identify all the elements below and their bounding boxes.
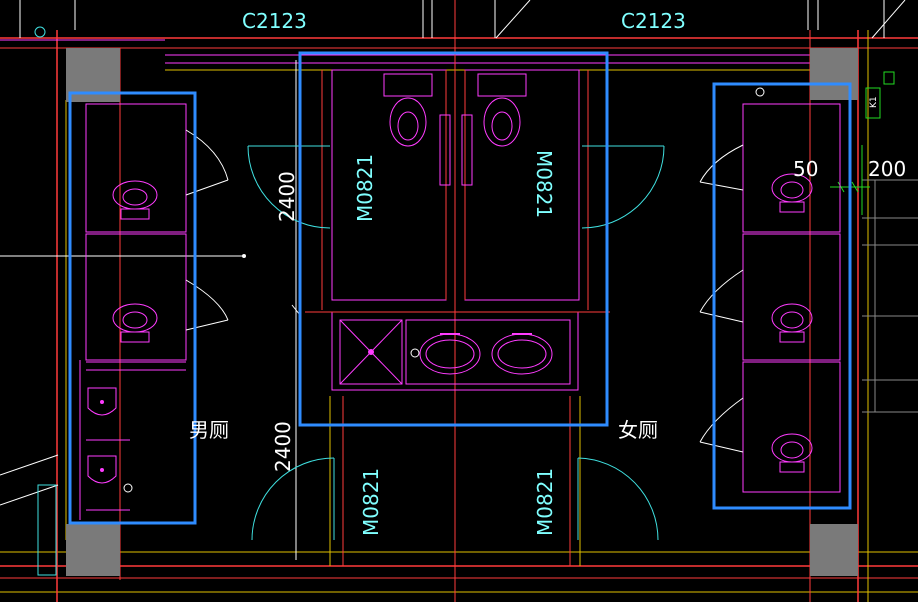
window-label-left: C2123 bbox=[242, 9, 307, 33]
squat-toilet-icon bbox=[771, 433, 813, 473]
window-label-right: C2123 bbox=[621, 9, 686, 33]
dimension-label-200: 200 bbox=[868, 157, 906, 181]
door-label-lower-left: M0821 bbox=[359, 468, 383, 536]
squat-toilet-icon bbox=[112, 180, 158, 220]
squat-toilet-icon bbox=[112, 303, 158, 343]
urinal-icon bbox=[87, 387, 117, 416]
door-label-upper-left: M0821 bbox=[353, 154, 377, 222]
women-stalls bbox=[699, 87, 841, 493]
door-label-lower-right: M0821 bbox=[533, 468, 557, 536]
men-stalls bbox=[79, 103, 229, 520]
dimension-label-50: 50 bbox=[793, 157, 818, 181]
door-arcs bbox=[247, 145, 665, 541]
dimension-label-lower: 2400 bbox=[271, 421, 295, 472]
room-label-women: 女厕 bbox=[618, 418, 658, 442]
urinal-icon bbox=[87, 455, 117, 484]
squat-toilet-icon bbox=[771, 303, 813, 343]
sink-icon bbox=[491, 333, 553, 375]
room-label-men: 男厕 bbox=[189, 418, 229, 442]
toilet-icon bbox=[383, 73, 433, 147]
selection-boxes bbox=[68, 51, 852, 525]
sink-icon bbox=[419, 333, 481, 375]
tag-label-k1: K1 bbox=[869, 96, 879, 108]
dimension-label-upper: 2400 bbox=[275, 171, 299, 222]
squat-toilet-icon bbox=[771, 173, 813, 213]
central-core bbox=[291, 60, 610, 566]
toilet-icon bbox=[477, 73, 527, 147]
door-label-upper-right: M0821 bbox=[532, 150, 556, 218]
